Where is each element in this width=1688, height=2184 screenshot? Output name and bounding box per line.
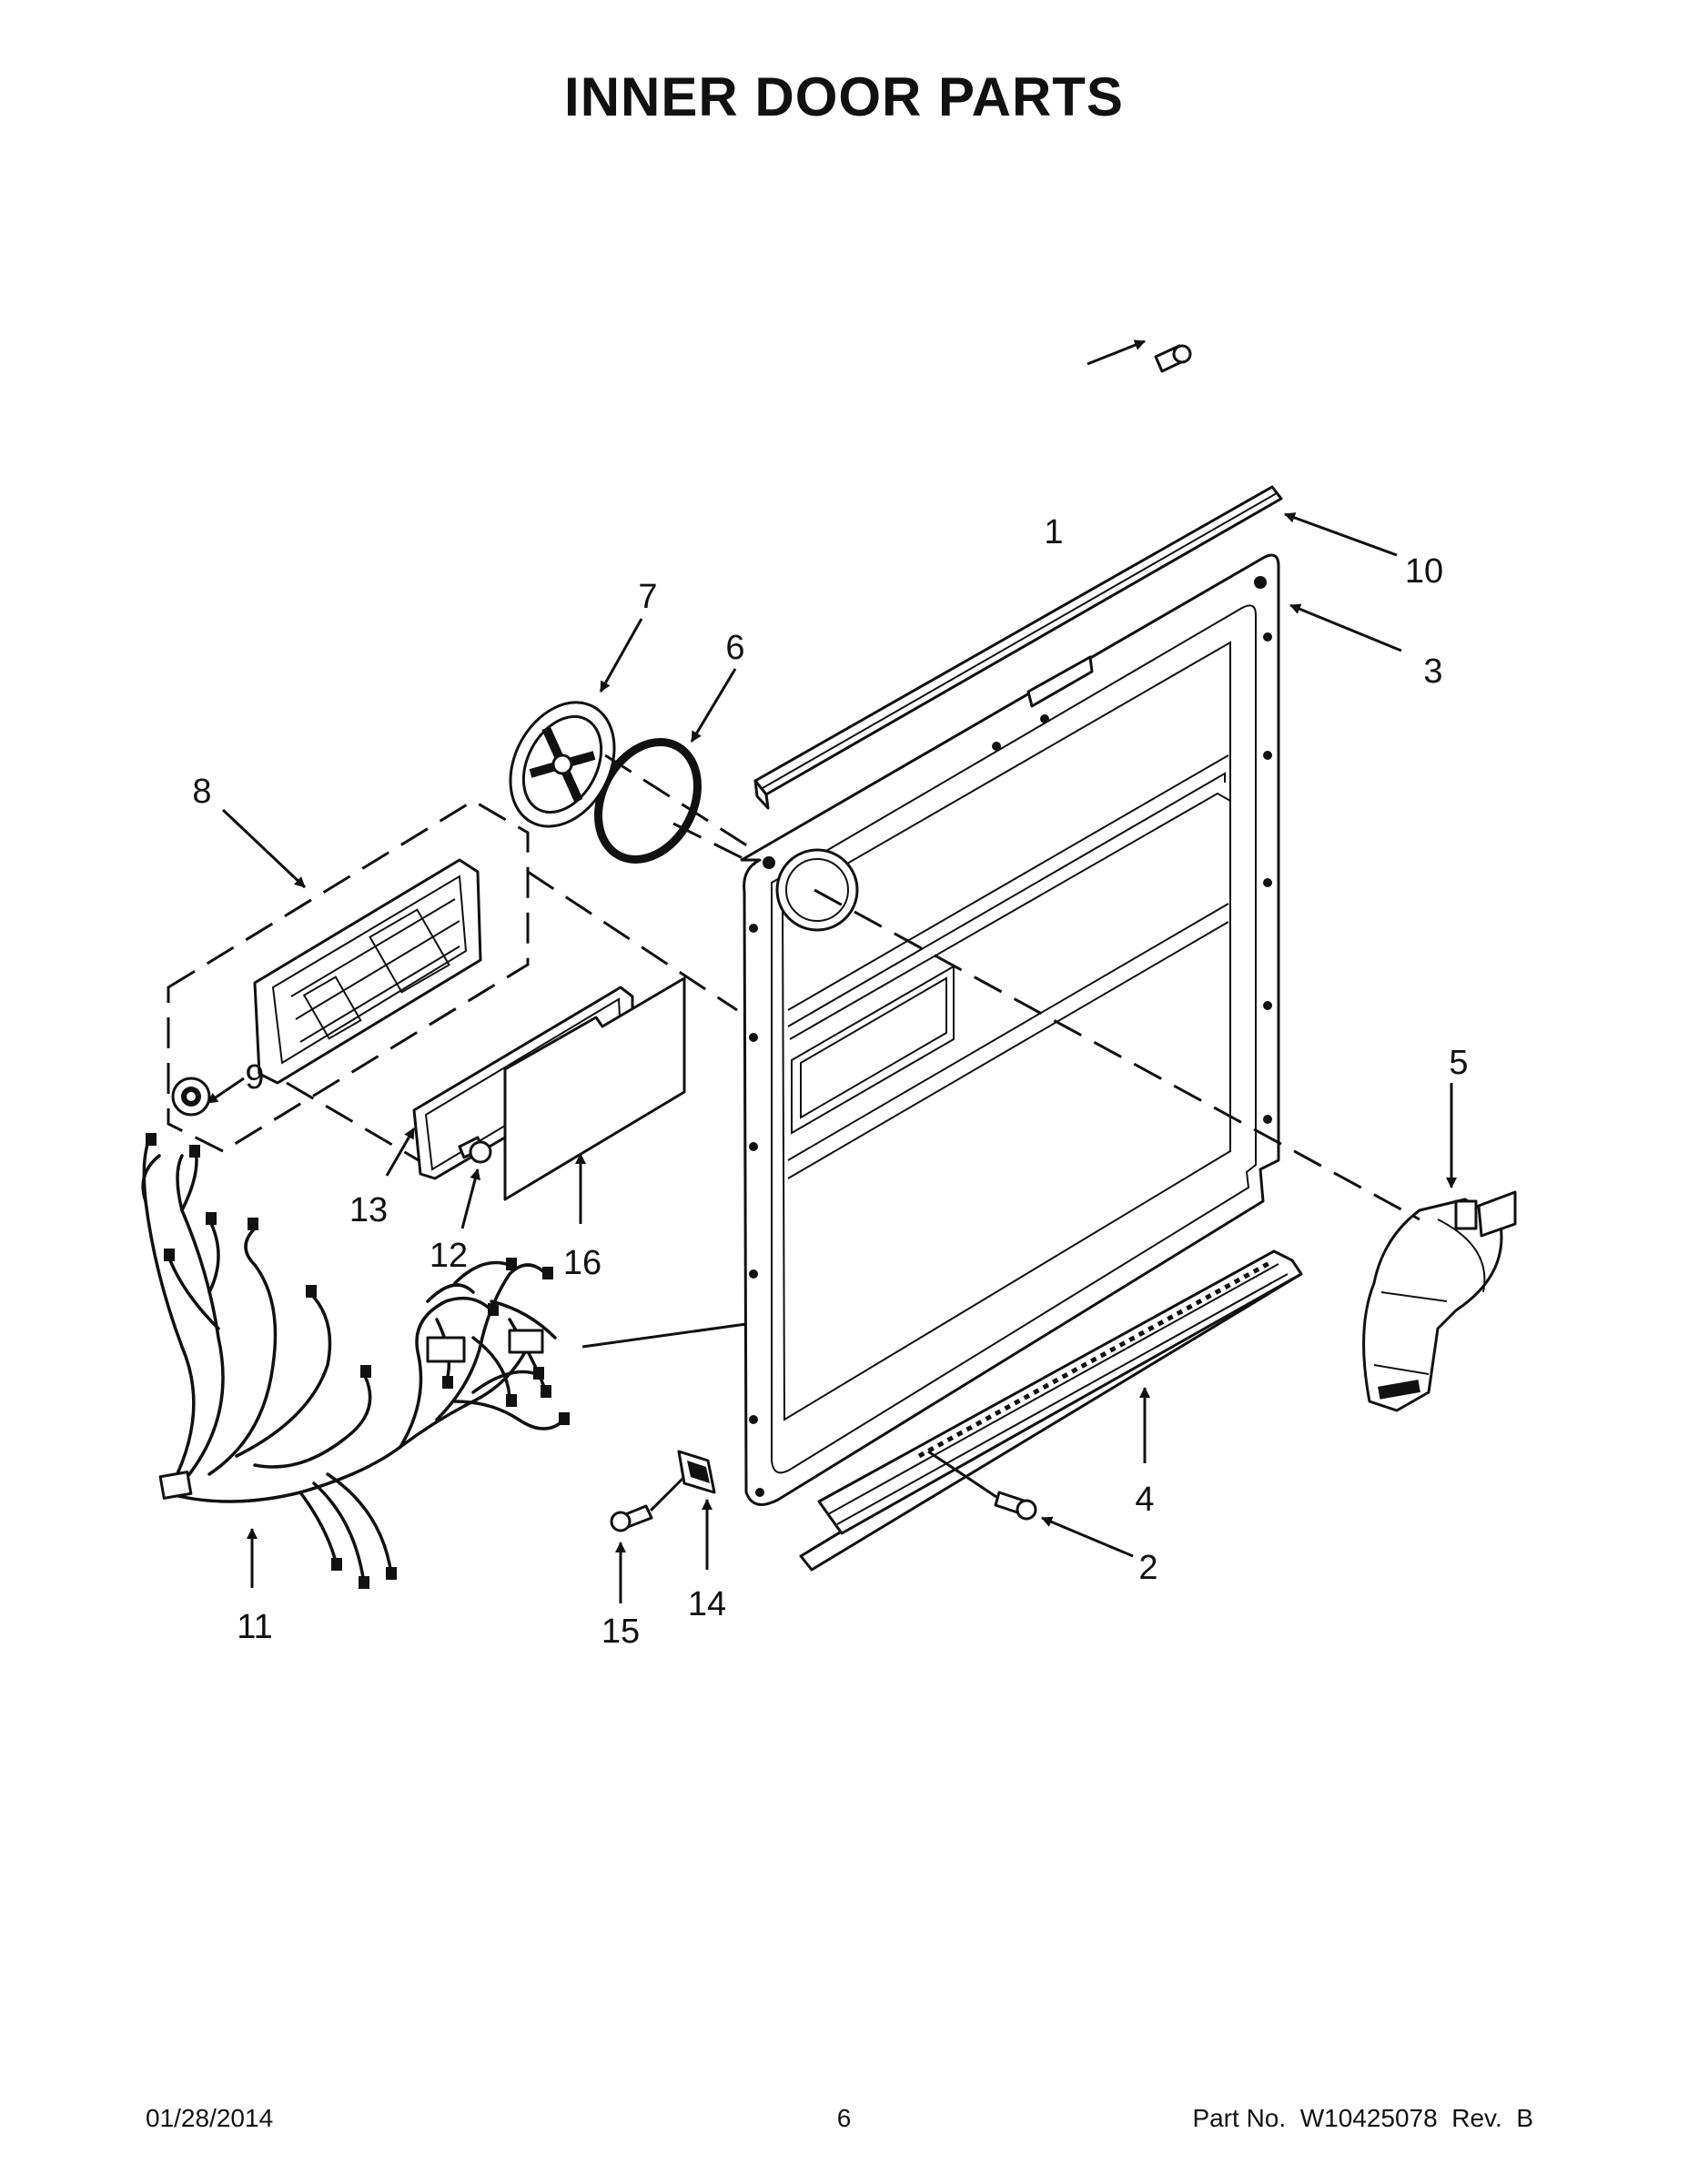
callout-16: 16 [563,1244,601,1282]
detergent-cap [509,701,616,828]
inner-door-panel [740,553,1280,1506]
screw-clip [610,1504,653,1532]
callout-5: 5 [1449,1044,1468,1082]
callout-3: 3 [1423,652,1442,691]
callout-12: 12 [430,1237,468,1275]
callout-11: 11 [237,1608,272,1646]
callout-15: 15 [601,1613,640,1651]
footer-date: 01/28/2014 [146,2104,274,2132]
page-title: INNER DOOR PARTS [564,66,1124,127]
leader-arrows [207,339,1457,1603]
callout-13: 13 [349,1191,388,1229]
vent-assembly [1362,1190,1517,1412]
bottom-vent-strip [799,1249,1303,1572]
callout-9: 9 [245,1058,264,1097]
callout-8: 8 [192,773,211,811]
hinge-clip [677,1450,716,1494]
footer-page-number: 6 [836,2104,852,2132]
callout-7: 7 [638,578,657,616]
callout-6: 6 [725,629,744,667]
callout-2: 2 [1138,1549,1157,1587]
control-panel-cover [503,976,686,1201]
alignment-lines [286,753,1420,1512]
callout-10: 10 [1405,552,1443,591]
callout-4: 4 [1135,1481,1154,1519]
dispenser-knob [171,1077,211,1117]
screw-control [458,1136,492,1164]
callout-1: 1 [1044,513,1063,551]
screw-top [1154,344,1192,373]
top-trim-strip [753,485,1283,810]
callout-labels: 1 2 3 4 5 6 7 8 9 10 11 12 13 14 15 16 [192,513,1468,1651]
callout-14: 14 [688,1585,726,1623]
dispenser-assembly [167,799,530,1153]
wire-harness [141,1133,570,1589]
footer-part-number: Part No. W10425078 Rev. B [1192,2104,1533,2132]
screw-bottom [994,1491,1037,1521]
